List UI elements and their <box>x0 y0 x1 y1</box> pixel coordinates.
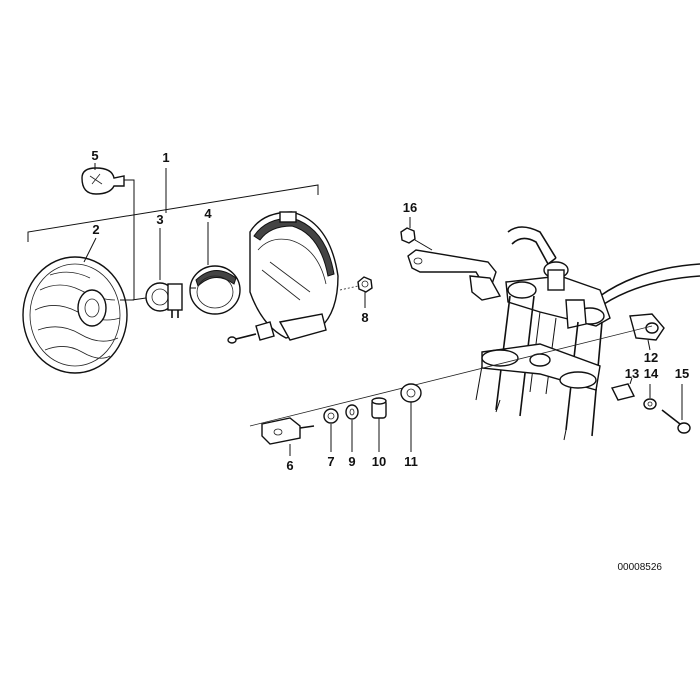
assembly-axis-line <box>249 325 653 427</box>
handlebar <box>507 226 700 305</box>
callouts: 1 2 3 4 5 6 7 8 9 10 11 12 13 14 15 16 <box>91 148 689 473</box>
reflector <box>189 222 241 315</box>
callout-14: 14 <box>644 366 659 381</box>
headlight-lens <box>22 237 128 374</box>
callout-12: 12 <box>644 350 658 365</box>
bulb-socket <box>131 228 183 318</box>
callout-9: 9 <box>348 454 355 469</box>
callout-1: 1 <box>162 150 169 165</box>
grommet-11 <box>400 383 422 452</box>
bulb <box>81 163 135 301</box>
callout-3: 3 <box>156 212 163 227</box>
callout-11: 11 <box>404 454 418 469</box>
callout-4: 4 <box>204 206 212 221</box>
washer-7 <box>323 408 339 452</box>
drawing-code: 00008526 <box>618 562 663 573</box>
washer-9 <box>345 404 359 452</box>
side-bracket <box>629 313 665 351</box>
fork-assembly <box>475 261 611 441</box>
callout-7: 7 <box>327 454 334 469</box>
callout-8: 8 <box>361 310 368 325</box>
stud-6 <box>261 417 315 456</box>
bolt-15 <box>661 384 691 434</box>
nut-8 <box>339 276 373 308</box>
assembly-bracket <box>27 168 319 242</box>
callout-6: 6 <box>286 458 293 473</box>
headlight-housing <box>227 211 339 344</box>
callout-15: 15 <box>675 366 689 381</box>
callout-10: 10 <box>372 454 386 469</box>
callout-5: 5 <box>91 148 98 163</box>
upper-bracket <box>400 217 502 301</box>
callout-16: 16 <box>403 200 417 215</box>
callout-2: 2 <box>92 222 99 237</box>
callout-13: 13 <box>625 366 639 381</box>
washer-14 <box>643 384 657 410</box>
clamp-13 <box>610 377 636 401</box>
spacer-10 <box>371 397 387 452</box>
